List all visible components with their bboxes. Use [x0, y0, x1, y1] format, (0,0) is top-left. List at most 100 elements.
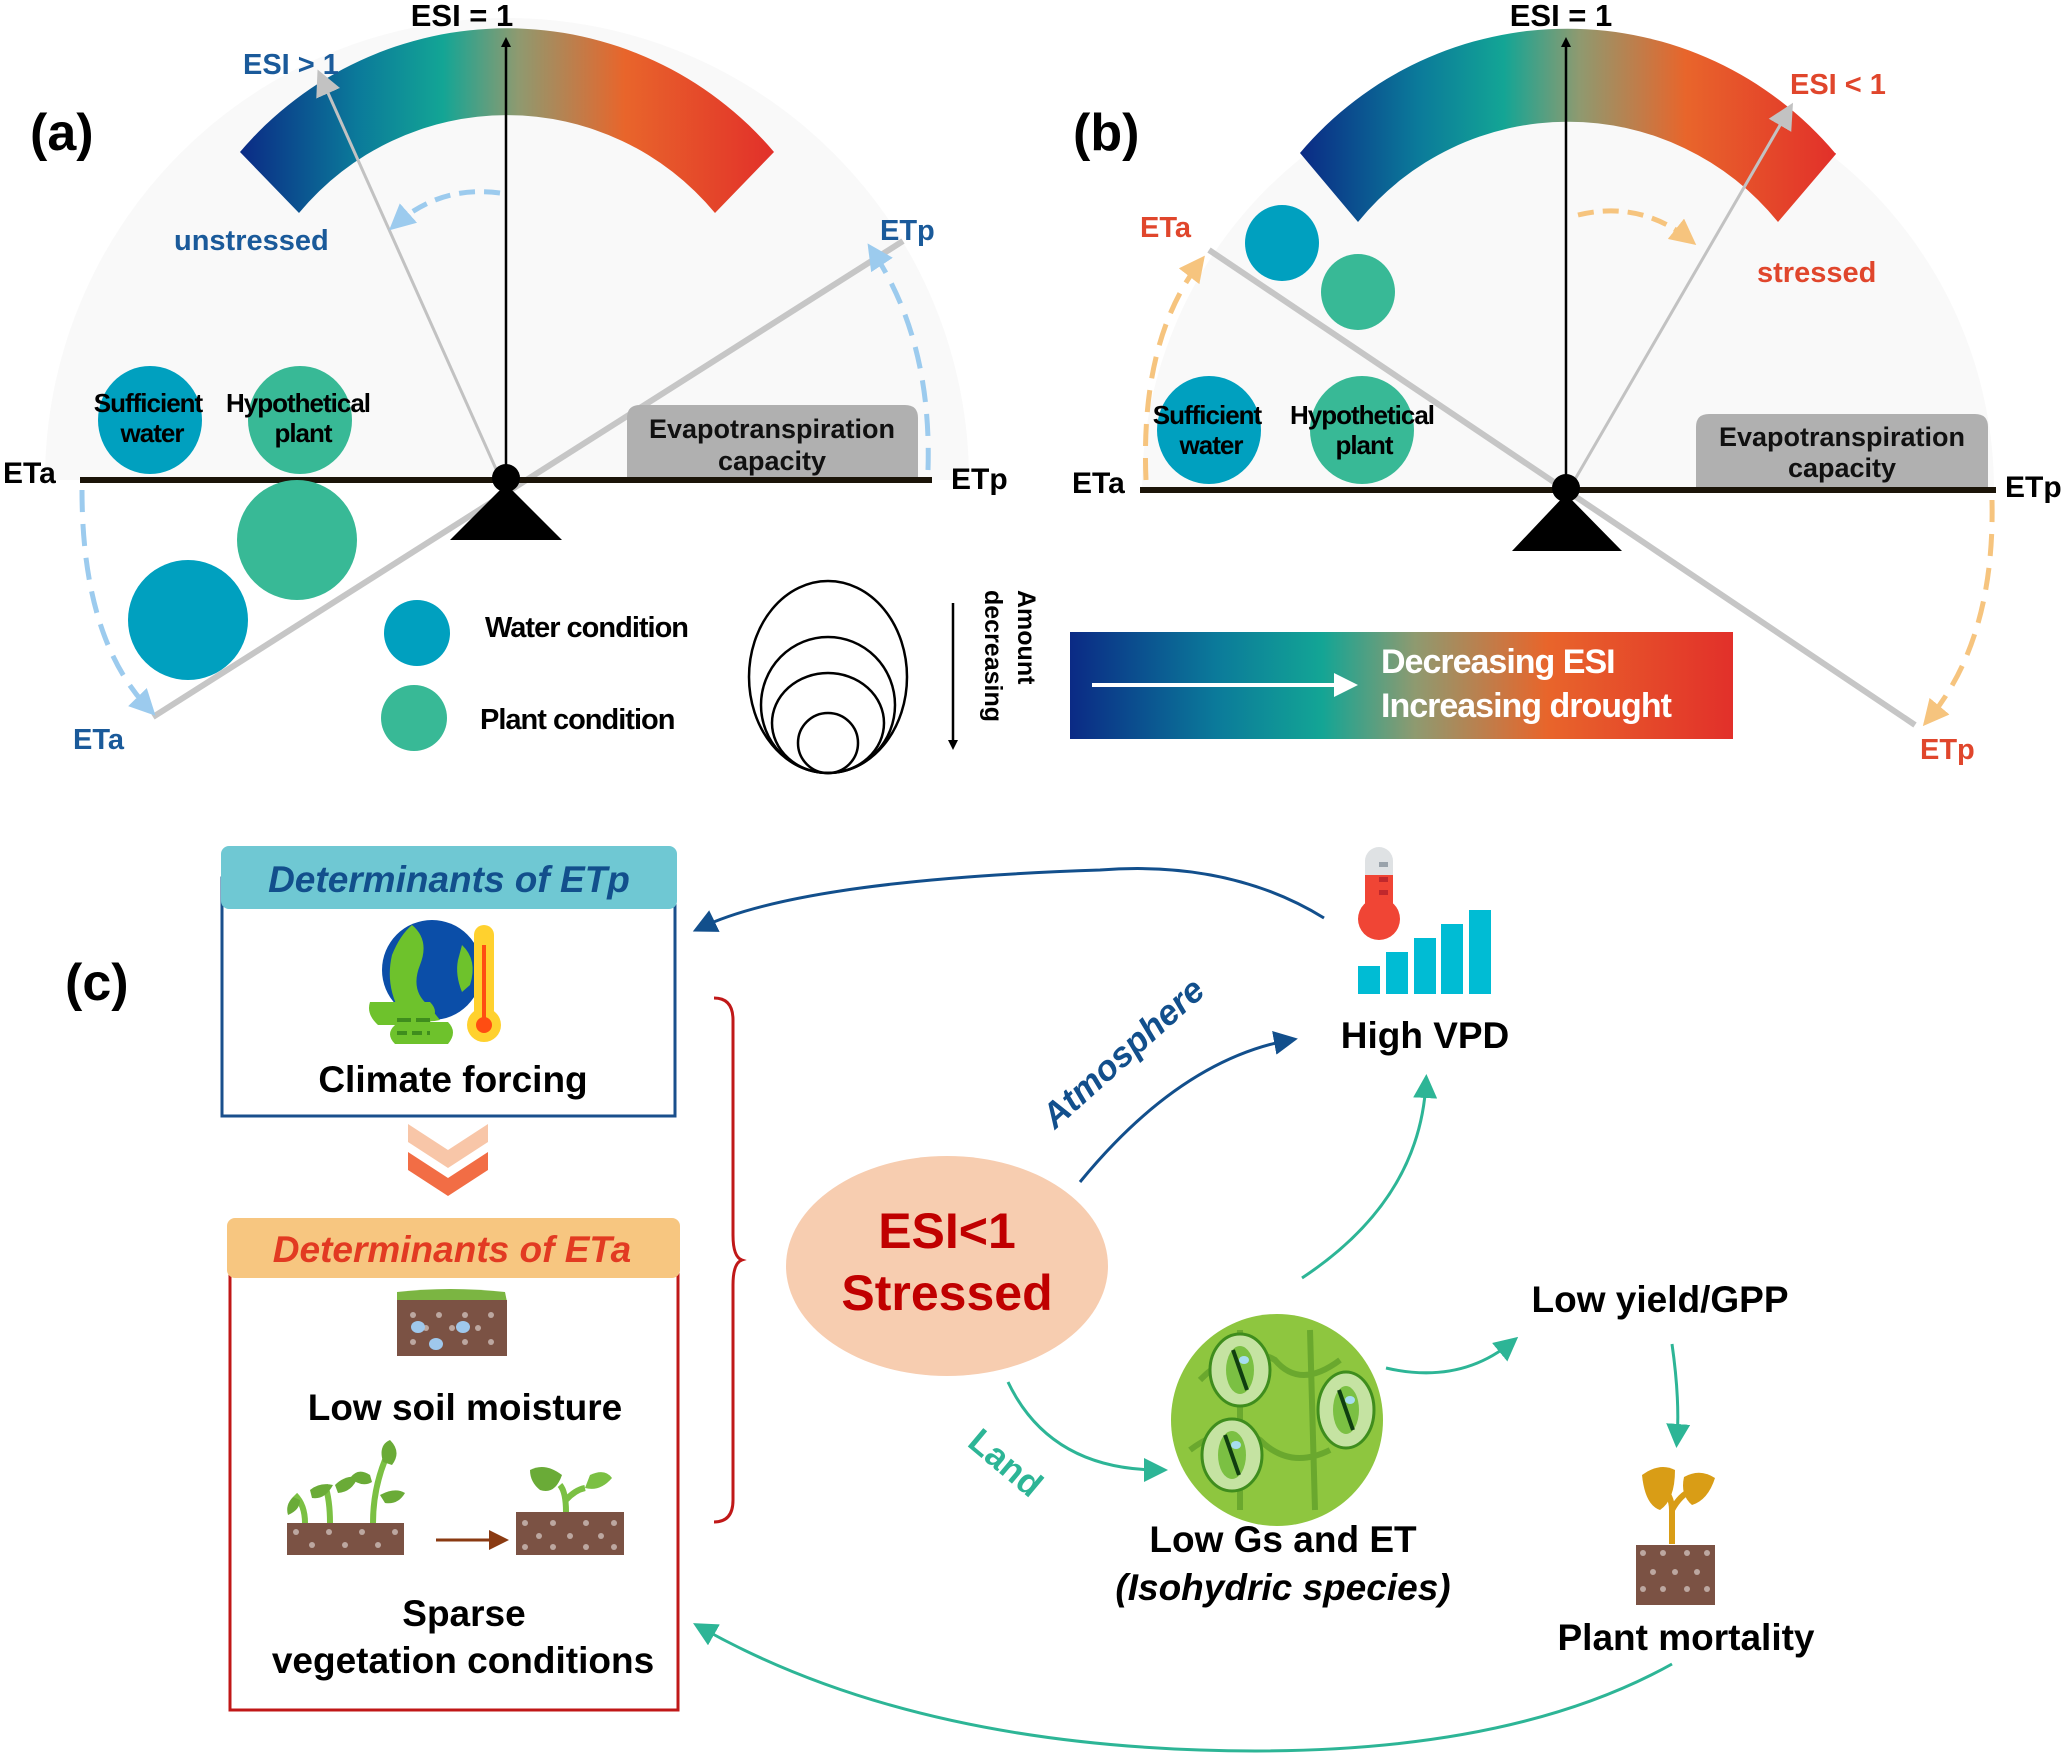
sparse-label: Sparse — [402, 1593, 525, 1634]
esi-equals-one-label: ESI = 1 — [411, 0, 514, 33]
capacity-box — [627, 405, 918, 477]
climate-forcing-label: Climate forcing — [318, 1059, 587, 1100]
etp-box-header-label: Determinants of ETp — [268, 859, 630, 900]
stomata-to-vpd-arrow — [1301, 1074, 1438, 1280]
etp-box-header — [221, 846, 677, 909]
legend-plant-swatch — [381, 685, 447, 751]
panel-b-label: (b) — [1073, 104, 1139, 162]
plant-circle — [1310, 376, 1414, 484]
etp-axis-label: ETp — [951, 463, 1008, 496]
nested-circles-size-legend — [747, 579, 909, 775]
plant-mortality-label: Plant mortality — [1558, 1617, 1815, 1658]
panel-a: ESI = 1 ESI > 1 (a) unstressed Evapotran… — [3, 0, 1040, 775]
land-label: Land — [961, 1421, 1050, 1505]
legend-water-swatch — [384, 600, 450, 666]
high-vpd-label: High VPD — [1341, 1015, 1510, 1056]
vegetation-decline-icon — [287, 1440, 624, 1555]
grouping-brace — [713, 996, 747, 1524]
vpd-to-etp-arrow — [692, 867, 1325, 932]
stomata-icon — [1171, 1314, 1383, 1526]
stressed-node — [786, 1156, 1108, 1376]
capacity-box — [1696, 414, 1988, 487]
esi-less-label: ESI < 1 — [1790, 69, 1886, 101]
eta-tilted-label: ETa — [1140, 212, 1192, 244]
plant-circle-label-line2: plant — [274, 418, 332, 448]
eta-box-header — [227, 1218, 680, 1278]
mortality-to-eta-arrow — [693, 1623, 1673, 1753]
stressed-esi-label: ESI<1 — [878, 1203, 1016, 1259]
fulcrum-pivot — [492, 464, 520, 492]
legend-plant-label: Plant condition — [480, 704, 674, 736]
eta-determinants-box: Determinants of ETa Low soil moisture — [227, 1218, 680, 1712]
etp-tilted-label: ETp — [1920, 734, 1975, 766]
etp-drop-arrow — [1922, 499, 1995, 727]
plant-circle-label-line1: Hypothetical — [226, 388, 370, 418]
stressed-label: stressed — [1757, 257, 1876, 289]
eta-axis-label: ETa — [1072, 467, 1125, 500]
etp-tilted-label: ETp — [880, 215, 935, 247]
esi-greater-label: ESI > 1 — [243, 49, 339, 81]
increasing-drought-label: Increasing drought — [1381, 687, 1672, 725]
amount-label: Amount — [1012, 590, 1040, 685]
legend-water-label: Water condition — [485, 612, 688, 644]
atmosphere-arrow — [1078, 1031, 1298, 1183]
etp-determinants-box: Determinants of ETp Climate forcing — [220, 846, 677, 1118]
water-circle — [1157, 376, 1261, 484]
fulcrum-triangle — [1512, 494, 1622, 551]
water-circle-label-line2: water — [1179, 430, 1244, 460]
esi-pointer-arrow — [1568, 102, 1794, 489]
eta-axis-label: ETa — [3, 457, 56, 490]
esi-gradient-arc — [240, 28, 774, 214]
wilted-plant-icon — [1636, 1466, 1715, 1605]
water-condition-large-circle — [128, 560, 248, 680]
plant-condition-large-circle — [237, 480, 357, 600]
decreasing-label: decreasing — [979, 590, 1007, 722]
fulcrum-pivot — [1552, 474, 1580, 502]
panel-b: ESI = 1 ESI < 1 (b) stressed Evapotransp… — [1070, 0, 2062, 766]
capacity-label-line2: capacity — [1788, 453, 1896, 483]
panel-c: (c) Determinants of ETp Climate forcing — [65, 846, 1815, 1753]
rotation-arrow-top — [1577, 208, 1697, 245]
unstressed-label: unstressed — [174, 225, 329, 257]
eta-tilted-label: ETa — [73, 724, 125, 756]
water-circle-label-line1: Sufficient — [1153, 400, 1263, 430]
yield-to-mortality-arrow — [1666, 1343, 1691, 1448]
water-condition-small-circle — [1245, 205, 1319, 281]
low-gs-et-label: Low Gs and ET — [1149, 1519, 1417, 1560]
stomata-to-yield-arrow — [1385, 1336, 1519, 1375]
etp-axis-label: ETp — [2005, 471, 2062, 504]
etp-rise-arrow — [867, 243, 931, 471]
globe-thermometer-icon — [369, 920, 501, 1044]
soil-moisture-icon — [397, 1289, 507, 1356]
water-circle-label-line2: water — [120, 418, 185, 448]
eta-drop-arrow — [79, 489, 156, 716]
plant-circle — [248, 366, 352, 474]
low-yield-gpp-label: Low yield/GPP — [1532, 1279, 1789, 1320]
eta-box-header-label: Determinants of ETa — [273, 1229, 631, 1270]
capacity-label-line1: Evapotranspiration — [649, 414, 895, 444]
capacity-label-line1: Evapotranspiration — [1719, 422, 1965, 452]
eta-rise-arrow — [1143, 255, 1205, 481]
esi-pointer-arrow — [316, 69, 502, 479]
low-soil-moisture-label: Low soil moisture — [308, 1387, 623, 1428]
thermometer-bars-icon — [1358, 847, 1491, 994]
decreasing-esi-label: Decreasing ESI — [1381, 643, 1615, 681]
water-circle-label-line1: Sufficient — [94, 388, 204, 418]
capacity-label-line2: capacity — [718, 446, 826, 476]
stressed-label: Stressed — [841, 1265, 1052, 1321]
atmosphere-label: Atmosphere — [1034, 970, 1213, 1136]
panel-c-label: (c) — [65, 954, 129, 1012]
esi-equals-one-label: ESI = 1 — [1510, 0, 1613, 33]
plant-condition-small-circle — [1321, 254, 1395, 330]
plant-circle-label-line1: Hypothetical — [1290, 400, 1434, 430]
panel-a-label: (a) — [30, 104, 94, 162]
land-arrow — [1006, 1381, 1168, 1482]
fulcrum-triangle — [450, 484, 562, 540]
isohydric-species-label: (Isohydric species) — [1115, 1567, 1450, 1608]
plant-circle-label-line2: plant — [1335, 430, 1393, 460]
rotation-arrow-top — [389, 189, 501, 231]
down-chevron-icon — [408, 1124, 488, 1196]
esi-gradient-arc — [1300, 28, 1836, 223]
water-circle — [98, 366, 202, 474]
